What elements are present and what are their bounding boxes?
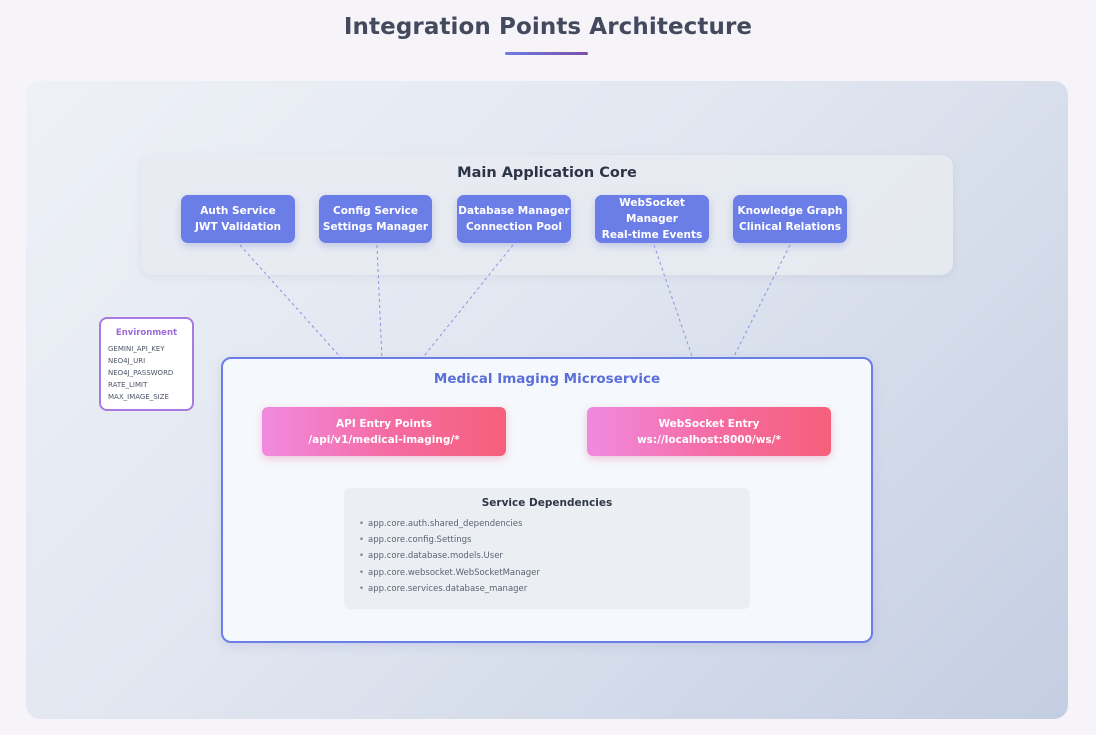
service-box-auth[interactable]: Auth Service JWT Validation — [181, 195, 295, 243]
env-var-neo4j-password: NEO4J_PASSWORD — [108, 369, 174, 377]
service-detail: JWT Validation — [194, 221, 282, 233]
service-name: WebSocket Manager — [619, 197, 685, 225]
websocket-entry-path: ws://localhost:8000/ws/* — [636, 433, 782, 446]
dependencies-title: Service Dependencies — [481, 497, 613, 509]
service-name: Database Manager — [458, 205, 570, 217]
dependency-item: app.core.config.Settings — [359, 532, 750, 548]
connector-websocket-ws — [653, 244, 710, 407]
service-name: Knowledge Graph — [737, 205, 843, 217]
dependency-item: app.core.websocket.WebSocketManager — [359, 565, 750, 581]
service-box-websocket[interactable]: WebSocket Manager Real-time Events — [595, 195, 709, 243]
page-title: Integration Points Architecture — [343, 14, 753, 40]
service-box-database[interactable]: Database Manager Connection Pool — [457, 195, 571, 243]
service-detail: Settings Manager — [322, 221, 429, 233]
environment-box: Environment GEMINI_API_KEY NEO4J_URI NEO… — [99, 317, 194, 411]
core-title: Main Application Core — [457, 165, 637, 181]
dependency-item: app.core.database.models.User — [359, 548, 750, 564]
dependency-item: app.core.services.database_manager — [359, 581, 750, 597]
websocket-entry-name: WebSocket Entry — [658, 417, 760, 430]
service-detail: Clinical Relations — [739, 221, 841, 233]
dependencies-list: app.core.auth.shared_dependencies app.co… — [359, 516, 750, 597]
env-var-neo4j-uri: NEO4J_URI — [108, 357, 146, 365]
service-box-config[interactable]: Config Service Settings Manager — [319, 195, 432, 243]
service-dependencies-box: Service Dependencies app.core.auth.share… — [344, 488, 750, 609]
environment-title: Environment — [115, 328, 178, 338]
env-var-rate-limit: RATE_LIMIT — [108, 381, 148, 389]
diagram-canvas: Main Application Core Auth Service JWT V… — [26, 81, 1068, 719]
service-detail: Real-time Events — [601, 229, 703, 241]
microservice-box: Medical Imaging Microservice API Entry P… — [221, 357, 873, 643]
service-detail: Connection Pool — [466, 221, 562, 233]
websocket-entry-box[interactable]: WebSocket Entry ws://localhost:8000/ws/* — [587, 407, 831, 456]
api-entry-path: /api/v1/medical-imaging/* — [308, 433, 460, 446]
title-underline — [505, 52, 588, 55]
connector-database-api — [383, 244, 514, 407]
microservice-title: Medical Imaging Microservice — [433, 371, 661, 387]
service-name: Config Service — [333, 205, 418, 217]
api-entry-box[interactable]: API Entry Points /api/v1/medical-imaging… — [262, 407, 506, 456]
service-box-knowledge-graph[interactable]: Knowledge Graph Clinical Relations — [733, 195, 847, 243]
env-var-max-image-size: MAX_IMAGE_SIZE — [108, 393, 169, 401]
api-entry-name: API Entry Points — [336, 417, 432, 430]
service-name: Auth Service — [200, 205, 276, 217]
dependency-item: app.core.auth.shared_dependencies — [359, 516, 750, 532]
env-var-gemini-api-key: GEMINI_API_KEY — [108, 345, 165, 353]
